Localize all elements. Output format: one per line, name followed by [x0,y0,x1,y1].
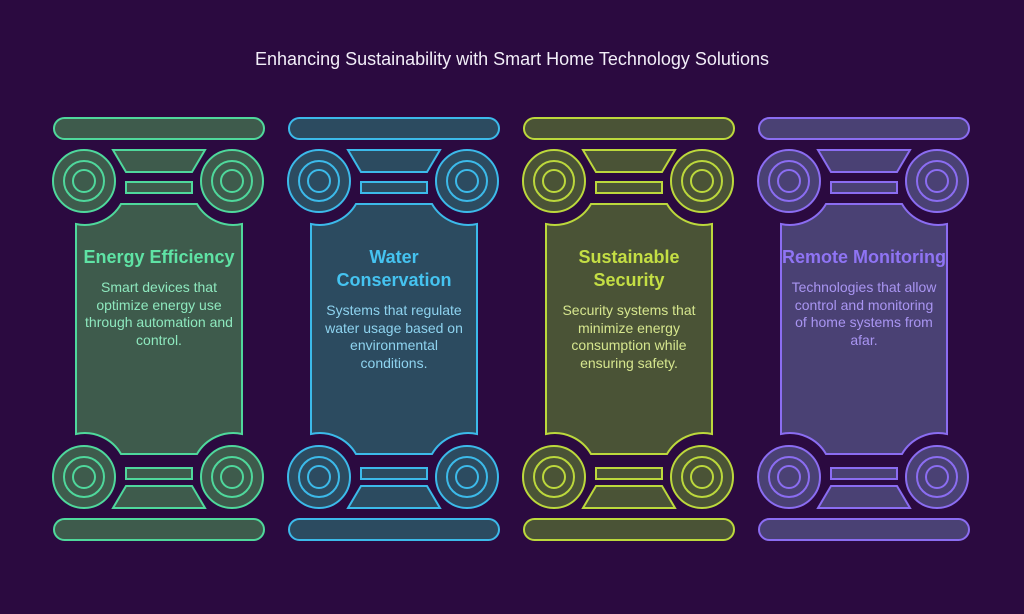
pillar-bottom-small-bar [595,467,663,480]
pillar-bottom-scroll-ring [542,465,566,489]
pillar-card-water: Water Conservation Systems that regulate… [311,246,477,372]
pillar-top-scroll-ring [455,169,479,193]
pillar [757,117,970,541]
pillar-top-scroll-ring [72,169,96,193]
pillar-heading: Energy Efficiency [83,247,235,267]
pillar-top-trapezoid [581,149,677,173]
pillar-bottom-trapezoid [346,485,442,509]
pillar [52,117,265,541]
pillar-bottom-bar [53,518,265,541]
pillar-top-small-bar [595,181,663,194]
pillar-card-security: Sustainable Security Security systems th… [546,246,712,372]
pillar-top-trapezoid [111,149,207,173]
pillar-bottom-trapezoid [816,485,912,509]
pillar-description: Security systems that minimize energy co… [562,302,696,371]
pillar-heading: Remote Monitoring [782,247,946,267]
pillar-bottom-bar [523,518,735,541]
pillar-body [545,203,713,455]
pillar-bottom-scroll-ring [777,465,801,489]
pillar-description: Systems that regulate water usage based … [325,302,463,371]
pillar-body [310,203,478,455]
pillar-bottom-small-bar [125,467,193,480]
pillar-top-trapezoid [816,149,912,173]
pillar-description: Smart devices that optimize energy use t… [85,279,233,348]
pillar-bottom-small-bar [830,467,898,480]
pillar-bottom-trapezoid [111,485,207,509]
pillar [287,117,500,541]
pillar [522,117,735,541]
pillar-bottom-scroll-ring [307,465,331,489]
pillar-bottom-scroll-ring [455,465,479,489]
pillar-bottom-small-bar [360,467,428,480]
pillar-body [780,203,948,455]
pillar-bottom-scroll-ring [925,465,949,489]
pillar-bottom-bar [758,518,970,541]
pillar-bottom-scroll-ring [220,465,244,489]
pillar-top-scroll-ring [925,169,949,193]
pillar-card-energy: Energy Efficiency Smart devices that opt… [76,246,242,349]
pillar-bottom-bar [288,518,500,541]
pillar-top-bar [523,117,735,140]
pillar-description: Technologies that allow control and moni… [791,279,937,348]
pillar-top-trapezoid [346,149,442,173]
pillar-top-scroll-ring [307,169,331,193]
pillar-top-bar [288,117,500,140]
pillar-top-scroll-ring [777,169,801,193]
pillar-top-scroll-ring [542,169,566,193]
pillar-top-scroll-ring [690,169,714,193]
pillar-top-small-bar [360,181,428,194]
pillar-heading: Sustainable Security [578,247,680,290]
pillar-top-bar [53,117,265,140]
pillar-card-monitoring: Remote Monitoring Technologies that allo… [781,246,947,349]
pillar-top-bar [758,117,970,140]
diagram-title: Enhancing Sustainability with Smart Home… [255,49,769,69]
pillar-top-small-bar [125,181,193,194]
pillar-body [75,203,243,455]
pillar-bottom-scroll-ring [72,465,96,489]
pillar-top-scroll-ring [220,169,244,193]
pillar-top-small-bar [830,181,898,194]
pillar-bottom-trapezoid [581,485,677,509]
pillar-heading: Water Conservation [336,247,452,290]
pillar-bottom-scroll-ring [690,465,714,489]
